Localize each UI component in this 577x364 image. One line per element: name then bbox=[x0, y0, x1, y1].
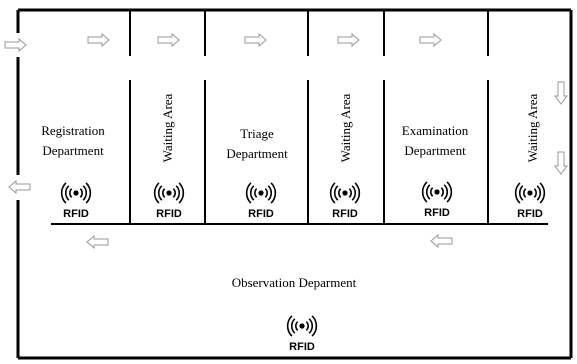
registration-label-line1: Registration bbox=[41, 123, 105, 138]
rfid-antenna-icon bbox=[421, 181, 453, 203]
rfid-label: RFID bbox=[289, 341, 315, 353]
rfid-tag-examination: RFID bbox=[421, 181, 453, 219]
arrow-right-icon bbox=[244, 32, 267, 48]
waiting-area-1-label: Waiting Area bbox=[160, 93, 175, 162]
rfid-label: RFID bbox=[156, 208, 182, 220]
arrow-right-icon bbox=[87, 32, 110, 48]
rfid-label: RFID bbox=[63, 208, 89, 220]
examination-label-line1: Examination bbox=[402, 123, 469, 138]
arrow-down-icon bbox=[554, 81, 568, 105]
rfid-tag-triage: RFID bbox=[245, 182, 277, 220]
observation-department-label: Observation Deparment bbox=[232, 275, 357, 290]
rfid-tag-registration: RFID bbox=[60, 182, 92, 220]
arrow-left-icon bbox=[86, 234, 109, 250]
triage-label-line1: Triage bbox=[240, 126, 274, 141]
rfid-tag-waiting-area-3: RFID bbox=[514, 182, 546, 220]
partitions bbox=[51, 10, 548, 225]
waiting-area-3-label: Waiting Area bbox=[525, 93, 540, 162]
rfid-antenna-icon bbox=[245, 182, 277, 204]
triage-label-line2: Department bbox=[226, 146, 288, 161]
arrow-right-icon bbox=[337, 32, 360, 48]
rfid-label: RFID bbox=[424, 207, 450, 219]
arrow-left-icon bbox=[430, 233, 453, 249]
rfid-antenna-icon bbox=[153, 182, 185, 204]
examination-label-line2: Department bbox=[404, 143, 466, 158]
flow-arrows bbox=[4, 32, 568, 250]
outer-walls bbox=[16, 8, 573, 360]
registration-label-line2: Department bbox=[42, 143, 104, 158]
arrow-right-icon bbox=[157, 32, 180, 48]
rfid-antenna-icon bbox=[60, 182, 92, 204]
rfid-label: RFID bbox=[248, 208, 274, 220]
arrow-right-icon bbox=[4, 37, 27, 53]
rfid-antenna-icon bbox=[286, 315, 318, 337]
arrow-left-icon bbox=[8, 179, 31, 195]
rfid-tags: RFID RFID RFID RFID RFID RFID RFID bbox=[60, 181, 546, 353]
waiting-area-2-label: Waiting Area bbox=[338, 93, 353, 162]
rfid-antenna-icon bbox=[514, 182, 546, 204]
rfid-label: RFID bbox=[517, 208, 543, 220]
rfid-tag-waiting-area-2: RFID bbox=[329, 182, 361, 220]
rfid-label: RFID bbox=[332, 208, 358, 220]
triage-department-label: Triage Department bbox=[226, 126, 288, 161]
rfid-tag-waiting-area-1: RFID bbox=[153, 182, 185, 220]
arrow-right-icon bbox=[419, 32, 442, 48]
rfid-antenna-icon bbox=[329, 182, 361, 204]
examination-department-label: Examination Department bbox=[402, 123, 469, 158]
rfid-tag-observation: RFID bbox=[286, 315, 318, 353]
arrow-down-icon bbox=[554, 151, 568, 175]
registration-department-label: Registration Department bbox=[41, 123, 105, 158]
